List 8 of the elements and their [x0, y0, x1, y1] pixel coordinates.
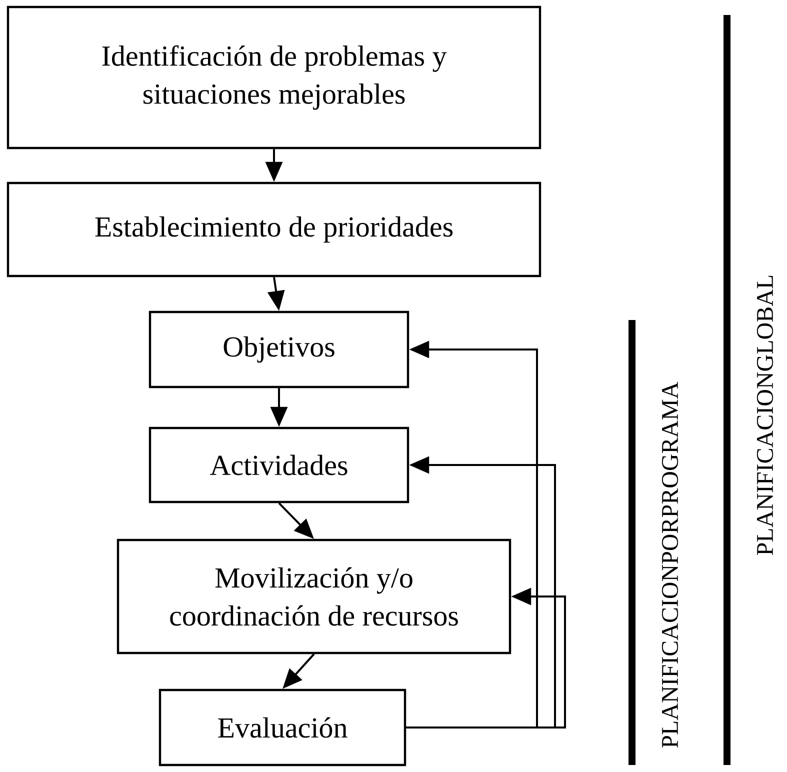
process-box: Identificación de problemas y situaciones mejorables [6, 6, 542, 150]
process-box: Actividades [148, 426, 410, 504]
process-box: Establecimiento de prioridades [6, 182, 542, 278]
process-box: Movilización y/o coordinación de recursos [116, 538, 512, 654]
process-box: Evaluación [158, 688, 406, 766]
side-label: PLANIFICACIONPORPROGRAMA [662, 382, 678, 748]
side-label: PLANIFICACIONGLOBAL [756, 276, 774, 555]
process-box: Objetivos [148, 310, 410, 388]
